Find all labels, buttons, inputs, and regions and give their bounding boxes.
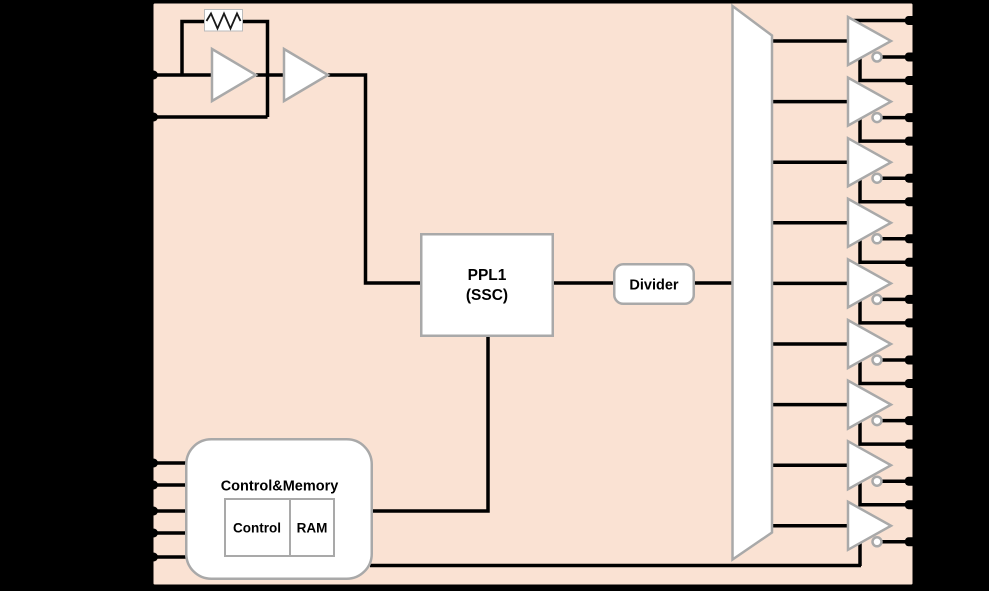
divider-label: Divider bbox=[629, 278, 679, 294]
control-ram-box bbox=[224, 498, 335, 557]
output-pin-pad bbox=[905, 439, 919, 449]
output-buffer-triangle bbox=[846, 196, 894, 249]
output-buffer-5 bbox=[771, 257, 919, 328]
output-pin-pad bbox=[905, 52, 919, 62]
true-output-wire bbox=[858, 115, 914, 143]
feedback-wire-left bbox=[180, 19, 205, 75]
osc-buffer-triangle bbox=[282, 46, 331, 104]
output-buffer-triangle bbox=[846, 136, 894, 189]
true-output-wire bbox=[858, 236, 914, 265]
output-buffer-triangle bbox=[846, 499, 894, 552]
output-pin-pad bbox=[905, 537, 919, 547]
inverter-bubble-icon bbox=[871, 172, 883, 184]
true-output-wire bbox=[858, 479, 914, 507]
output-buffer-4 bbox=[771, 196, 919, 267]
control-pin bbox=[149, 458, 158, 468]
output-pin-pad bbox=[905, 416, 919, 426]
output-buffer-bank bbox=[771, 14, 919, 566]
clock-distribution-trapezoid bbox=[731, 3, 774, 562]
output-pin-pad bbox=[905, 294, 919, 304]
output-buffer-2 bbox=[771, 75, 919, 146]
control-memory-title: Control&Memory bbox=[221, 479, 339, 495]
true-output-wire bbox=[858, 55, 914, 83]
output-buffer-1 bbox=[771, 14, 919, 85]
refclk-to-pll-wire bbox=[328, 73, 421, 285]
output-buffer-triangle bbox=[846, 257, 894, 310]
true-output-wire bbox=[858, 418, 914, 446]
output-pin-pad bbox=[905, 257, 919, 267]
output-pin-pad bbox=[905, 16, 919, 25]
control-pin bbox=[149, 552, 158, 562]
output-pin-pad bbox=[905, 379, 919, 388]
control-pin bbox=[149, 528, 158, 538]
output-buffer-triangle bbox=[846, 14, 894, 68]
inverter-bubble-icon bbox=[871, 233, 883, 245]
feedback-resistor bbox=[204, 9, 243, 32]
output-buffer-6 bbox=[771, 317, 919, 388]
output-pin-pad bbox=[905, 113, 919, 123]
output-pin-pad bbox=[905, 197, 919, 207]
true-output-wire bbox=[858, 358, 914, 386]
output-buffer-triangle bbox=[846, 75, 894, 128]
ram-label: RAM bbox=[297, 521, 328, 536]
inverter-bubble-icon bbox=[871, 475, 883, 487]
inverter-bubble-icon bbox=[871, 536, 883, 548]
control-pin bbox=[149, 480, 158, 490]
output-buffer-triangle bbox=[846, 378, 894, 431]
output-buffer-7 bbox=[771, 378, 919, 449]
output-pin-pad bbox=[905, 318, 919, 328]
pll-label-line2: (SSC) bbox=[466, 287, 508, 304]
control-label: Control bbox=[233, 521, 281, 536]
osc-amplifier-triangle bbox=[210, 46, 259, 104]
pll-block bbox=[420, 233, 554, 337]
output-pin-pad bbox=[905, 234, 919, 244]
output-pin-pad bbox=[905, 500, 919, 510]
output-buffer-triangle bbox=[846, 439, 894, 492]
output-buffer-9 bbox=[771, 499, 919, 566]
true-output-wire bbox=[858, 297, 914, 325]
output-buffer-8 bbox=[771, 439, 919, 510]
output-buffer-triangle bbox=[846, 317, 894, 371]
resistor-zigzag-icon bbox=[205, 11, 242, 31]
xin-pin bbox=[149, 70, 158, 80]
output-buffer-3 bbox=[771, 136, 919, 207]
output-pin-pad bbox=[905, 173, 919, 183]
output-pin-pad bbox=[905, 476, 919, 486]
true-output-wire bbox=[858, 176, 914, 204]
pll-label-line1: PPL1 bbox=[468, 267, 507, 284]
inverter-bubble-icon bbox=[871, 293, 883, 306]
inverter-bubble-icon bbox=[871, 414, 883, 427]
output-pin-pad bbox=[905, 355, 919, 365]
inverter-bubble-icon bbox=[871, 354, 883, 366]
left-pin-dots bbox=[149, 70, 158, 562]
output-pin-pad bbox=[905, 136, 919, 146]
pll-to-control-wire bbox=[373, 336, 490, 513]
feedback-wire-right bbox=[242, 19, 270, 117]
output-pin-pad bbox=[905, 76, 919, 85]
inverter-bubble-icon bbox=[871, 51, 883, 63]
divider-block bbox=[613, 263, 695, 305]
control-pin bbox=[149, 506, 158, 516]
inverter-bubble-icon bbox=[871, 111, 883, 124]
xout-pin bbox=[149, 112, 158, 122]
